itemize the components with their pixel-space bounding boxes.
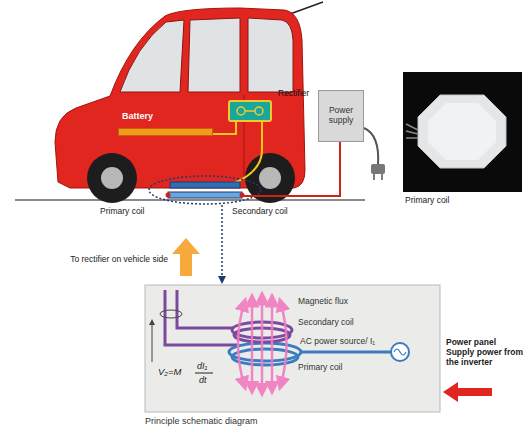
battery-bar [118, 128, 213, 136]
direction-note: To rectifier on vehicle side [30, 255, 168, 265]
dashed-pointer [221, 205, 223, 280]
primary-wire [301, 351, 391, 354]
battery-pack: Battery [118, 108, 213, 138]
panel-background [145, 285, 440, 412]
rectifier-icon [230, 102, 270, 120]
antenna [290, 2, 323, 14]
node-text: Battery [122, 111, 217, 121]
fraction-bar [195, 373, 213, 374]
plug [371, 164, 385, 174]
cables [406, 124, 418, 138]
sine-symbol [394, 349, 406, 355]
formula: dt [199, 375, 207, 385]
ac-source [391, 343, 409, 361]
secondary-wire [177, 290, 234, 328]
wheel-hub [101, 167, 123, 189]
primary-coil [232, 349, 298, 365]
coil-label: Primary coil [298, 363, 342, 373]
primary-coil [168, 192, 242, 198]
coil-pad-top [428, 103, 496, 160]
input-arrow [443, 382, 492, 402]
flux-label: Magnetic flux [298, 297, 348, 307]
schematic-panel: Principle schematic diagram [145, 285, 440, 412]
coil-pad [418, 95, 506, 168]
wire-connector [213, 122, 236, 134]
source-label: AC power source/ I₁ [300, 337, 375, 347]
magnetic-flux [238, 298, 287, 390]
formula: dI₁ [197, 361, 207, 371]
node-text: Principle schematic diagram [145, 416, 440, 426]
voltage-arrow [152, 322, 153, 362]
rectifier-box: Rectifier [228, 100, 272, 122]
plug-pin [381, 174, 383, 180]
power-supply-box: Power supply [318, 90, 364, 142]
ground-line [15, 199, 365, 201]
car-windshield [120, 20, 184, 92]
part-label: Secondary coil [232, 207, 288, 217]
node-text: Rectifier [278, 89, 318, 99]
up-arrow [172, 238, 200, 276]
supply-wire [243, 142, 340, 196]
cord [364, 128, 378, 165]
wheel-hub [259, 167, 281, 189]
coil-label: Secondary coil [298, 318, 354, 328]
car-window [188, 18, 240, 92]
input-note: Power panel Supply power from the invert… [446, 338, 524, 367]
part-label: Primary coil [100, 207, 144, 217]
photo [403, 72, 522, 192]
node-text: Power supply [322, 106, 360, 126]
dot [166, 193, 171, 198]
formula: V₂=M [158, 367, 181, 378]
car-window [248, 18, 293, 92]
wheel [87, 153, 137, 203]
photo-caption: Primary coil [405, 196, 449, 206]
secondary-coil [170, 182, 240, 188]
measure-loop [160, 310, 182, 318]
dotted-ellipse [149, 176, 261, 204]
plug-pin [373, 174, 375, 180]
